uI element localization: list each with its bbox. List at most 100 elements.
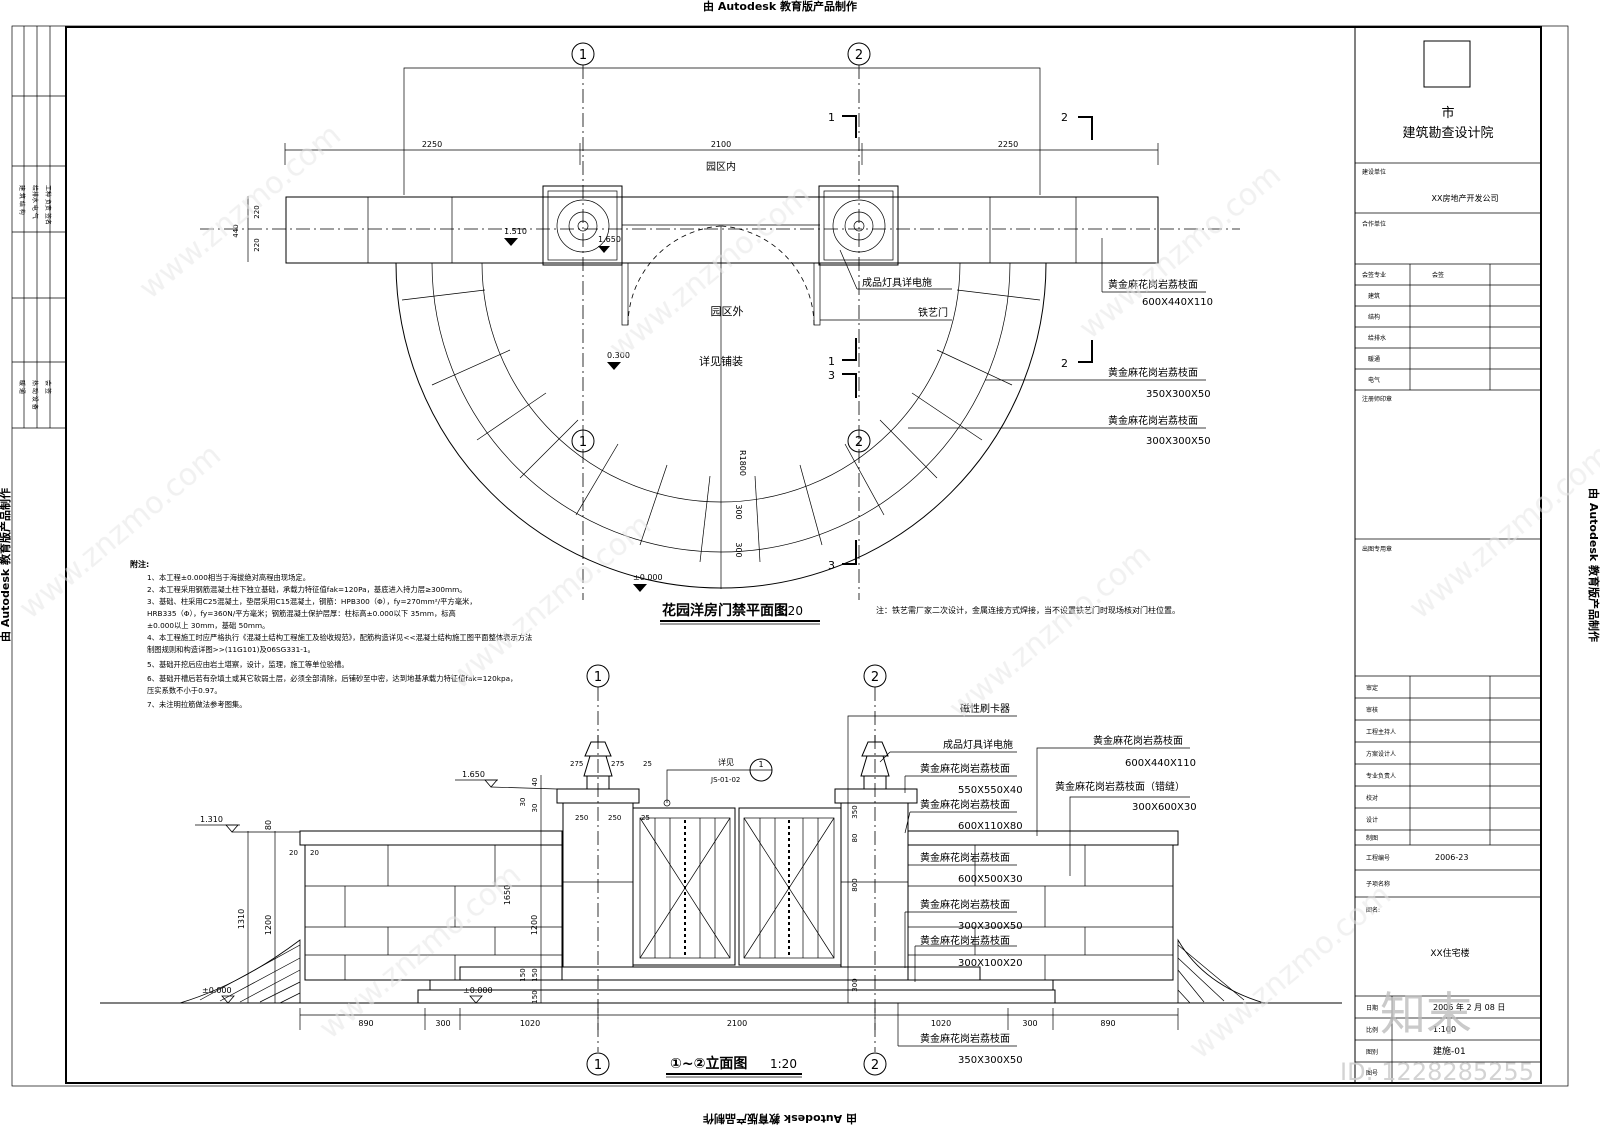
elev-dim-1020-right: 1020	[931, 1019, 951, 1028]
plan-dim-3: 2250	[998, 140, 1018, 149]
phase-label: 图别	[1366, 1048, 1378, 1056]
institute-line2: 建筑勘查设计院	[1402, 125, 1493, 141]
project-no: 2006-23	[1435, 853, 1468, 862]
institute-line1: 市	[1441, 105, 1454, 121]
role-1: 审定	[1366, 684, 1378, 692]
elev-label-wall-name: 黄金麻花岗岩荔枝面	[920, 851, 1010, 864]
elev-detail-ref-no: 1	[758, 760, 763, 769]
plan-scale: 1:20	[776, 604, 803, 618]
elev-dim-pillar-1200: 1200	[530, 915, 539, 935]
elev-dim-20a: 20	[289, 849, 298, 857]
elev-detail-ref-label: 详见	[718, 757, 734, 767]
elev-dim-300-right: 300	[1022, 1019, 1037, 1028]
plan-label-2-size: 350X300X50	[1146, 389, 1211, 400]
section-mark-3-top	[842, 373, 857, 398]
watermark-1: www.znzmo.com	[133, 118, 348, 307]
subitem-label: 子项名称	[1366, 880, 1390, 888]
elev-wall-right-coping	[907, 830, 1179, 846]
role-8: 制图	[1366, 834, 1378, 842]
elev-label-step1-name: 黄金麻花岗岩荔枝面	[920, 898, 1010, 911]
section-mark-2-top-label: 2	[1061, 111, 1068, 124]
plan-view: 1 2 2250 2100 2250 园区内 440 220 220	[200, 42, 1240, 625]
elev-dim-right-800: 800	[851, 878, 859, 891]
autodesk-stamp-right: 由 Autodesk 教育版产品制作	[1587, 488, 1600, 642]
plan-gate-leaf-left	[621, 262, 629, 326]
drawing-name-label: 图名:	[1366, 906, 1380, 914]
plan-level-1650: 1.650	[598, 235, 621, 244]
note-line-9: 6、基础开槽后若有杂填土或其它软弱土层，必须全部清除，后铺砂至中密，达到地基承载…	[147, 674, 517, 683]
plan-dim-300b: 300	[734, 542, 743, 557]
axis-1-top-label: 1	[579, 48, 587, 63]
axis-2-top-label: 2	[855, 48, 863, 63]
role-3: 工程主持人	[1366, 728, 1396, 736]
elev-dim-1310: 1310	[237, 909, 246, 929]
sign-header-1: 会签专业	[1362, 271, 1386, 279]
elev-dim-pillar-150b: 150	[531, 990, 539, 1003]
plan-pillar-right-inner	[823, 190, 894, 261]
section-mark-1-bottom-label: 1	[828, 355, 835, 368]
plan-outside-label: 园区外	[711, 305, 744, 318]
axis-bubble-1-plan	[571, 429, 595, 453]
autodesk-stamp-left: 由 Autodesk 教育版产品制作	[0, 488, 12, 642]
elev-step-bottom	[417, 989, 1056, 1004]
issue-stamp-label: 出图专用章	[1362, 545, 1392, 553]
elev-label-cap-name: 黄金麻花岗岩荔枝面	[920, 762, 1010, 775]
strip-text-3: 工种 负责 签名	[44, 185, 52, 225]
axis-2-elev-bottom-label: 2	[871, 1058, 879, 1073]
discipline-1: 建筑	[1368, 292, 1380, 300]
elev-dim-right-300: 300	[851, 978, 859, 991]
section-mark-3-top-label: 3	[828, 369, 835, 382]
plan-level-0000: ±0.000	[633, 573, 663, 582]
role-rows: 审定 审核 工程主持人 方案设计人 专业负责人 校对 设计 制图 工程编号 20…	[1355, 676, 1541, 959]
elev-dim-top-250b: 250	[608, 814, 621, 822]
strip-text-1: 建 筑 结 构	[18, 185, 26, 215]
discipline-3: 给排水	[1368, 334, 1386, 342]
watermark-6: www.znzmo.com	[943, 538, 1158, 727]
sign-header-2: 会签	[1432, 271, 1444, 279]
plan-dim-1: 2250	[422, 140, 442, 149]
elev-title: ①~②立面图	[670, 1055, 747, 1072]
elev-label-step3-name: 黄金麻花岗岩荔枝面	[920, 1032, 1010, 1045]
scale-label: 比例	[1366, 1026, 1378, 1034]
elev-dim-300-left: 300	[435, 1019, 450, 1028]
elev-lamp-left	[583, 735, 613, 790]
discipline-2: 结构	[1368, 313, 1380, 321]
watermark-logo: 知末	[1380, 987, 1472, 1041]
ground-mound-left	[179, 939, 301, 1004]
general-notes: 附注: 1、本工程±0.000相当于海拔绝对高程由现场定。 2、本工程采用钢筋混…	[130, 559, 532, 709]
elev-label-lamp: 成品灯具详电施	[943, 738, 1013, 751]
project-no-label: 工程编号	[1366, 854, 1390, 862]
note-line-8: 5、基础开挖后应由岩土堪察，设计，监理，施工等单位验槽。	[147, 660, 349, 669]
plan-dim-440: 440	[232, 224, 240, 237]
elev-dim-top-275a: 275	[570, 760, 583, 768]
section-mark-1-bottom	[842, 338, 857, 361]
axis-1-elev-top-label: 1	[594, 670, 602, 685]
sheet-value: 建施-01	[1433, 1045, 1466, 1057]
plan-paving-joints	[401, 289, 1041, 563]
left-sign-strip: 建 筑 结 构 给排水 电 气 工种 负责 签名 暖 通 热 动 设 备 会 签	[12, 26, 66, 429]
plan-gate-leaf-right	[813, 262, 821, 326]
elev-label-wallface-name: 黄金麻花岗岩荔枝面（错缝）	[1055, 780, 1185, 793]
autodesk-stamp-bottom: 由 Autodesk 教育版产品制作	[703, 1112, 857, 1126]
watermark-3: www.znzmo.com	[1073, 158, 1288, 347]
elev-level-1310: 1.310	[200, 815, 223, 824]
elev-dim-top-25a: 25	[643, 760, 652, 768]
note-line-7: 制图规则和构造详图>>(11G101)及06SG331-1。	[147, 645, 315, 654]
elev-dim-right-80: 80	[851, 834, 859, 843]
elev-label-cap-size: 550X550X40	[958, 785, 1023, 796]
bottom-rows: 日期 2006 年 2 月 08 日 比例 1:100 图别 图号 建施-01	[1355, 995, 1541, 1083]
section-mark-2-bottom-label: 2	[1061, 357, 1068, 370]
role-2: 审核	[1366, 706, 1378, 714]
elev-dim-pillar-150c: 150	[519, 968, 527, 981]
elev-label-step3-size: 350X300X50	[958, 1055, 1023, 1066]
elev-dim-right-350: 350	[851, 805, 859, 818]
date-value: 2006 年 2 月 08 日	[1433, 1002, 1505, 1012]
elev-label-coping-name: 黄金麻花岗岩荔枝面	[920, 798, 1010, 811]
note-line-11: 7、未注明拉筋做法参考图集。	[147, 700, 247, 709]
ground-mound-right	[1177, 938, 1265, 1004]
elev-dim-top-25b: 25	[641, 814, 650, 822]
autodesk-stamp-top: 由 Autodesk 教育版产品制作	[703, 0, 857, 13]
watermark-8: www.znzmo.com	[1403, 438, 1600, 627]
axis-bubble-1-elev-bottom	[586, 1052, 610, 1076]
